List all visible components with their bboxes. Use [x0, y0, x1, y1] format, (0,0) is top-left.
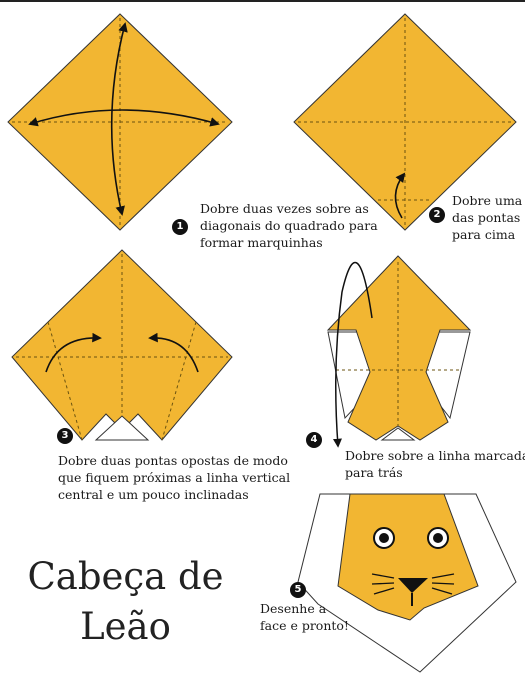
step3-white-notch	[94, 415, 150, 441]
step5-whisker-right-3	[431, 587, 453, 595]
step1-line: Dobre duas vezes sobre as	[200, 201, 369, 216]
step1-line: diagonais do quadrado para	[200, 218, 378, 233]
step3-fold-line-right	[161, 321, 197, 441]
step3-line: Dobre duas pontas opostas de modo	[58, 453, 288, 468]
title-line-2: Leão	[80, 605, 171, 648]
step4-instruction: Dobre sobre a linha marcada para trás	[345, 447, 525, 481]
step5-diagram	[297, 493, 517, 673]
step5-whisker-right-2	[431, 582, 455, 585]
step4-diagram	[326, 255, 472, 448]
step5-whisker-left-3	[373, 587, 395, 595]
step4-arrow-back	[332, 261, 373, 448]
step3-instruction: Dobre duas pontas opostas de modo que fi…	[58, 452, 290, 503]
step5-line: Desenhe a	[260, 601, 327, 616]
step3-arrow-right	[148, 332, 199, 373]
step5-whisker-left-1	[371, 573, 395, 579]
step1-instruction: Dobre duas vezes sobre as diagonais do q…	[200, 200, 378, 251]
step2-arrow-up	[394, 172, 406, 219]
step5-lion-face	[337, 493, 479, 621]
step5-right-pupil	[433, 533, 443, 543]
step4-white-notch	[380, 427, 416, 441]
step5-whisker-left-2	[371, 582, 395, 585]
top-border-line	[0, 0, 525, 2]
step2-instruction: Dobre uma das pontas para cima	[452, 192, 522, 243]
step3-line: central e um pouco inclinadas	[58, 487, 249, 502]
step2-line: para cima	[452, 227, 516, 242]
title-line-1: Cabeça de	[27, 555, 224, 598]
step3-number-badge: 3	[57, 428, 73, 444]
step5-number-badge: 5	[290, 582, 306, 598]
step3-fold-line-left	[47, 321, 83, 441]
step5-line: face e pronto!	[260, 618, 349, 633]
step3-diagram	[11, 249, 233, 441]
step2-number-badge: 2	[429, 207, 445, 223]
step1-line: formar marquinhas	[200, 235, 323, 250]
step4-line: Dobre sobre a linha marcada	[345, 448, 525, 463]
step5-left-pupil	[379, 533, 389, 543]
step4-number-badge: 4	[306, 432, 322, 448]
step4-line: para trás	[345, 465, 403, 480]
step1-number-badge: 1	[172, 219, 188, 235]
step5-whisker-right-1	[431, 573, 455, 579]
step3-line: que fiquem próximas a linha vertical	[58, 470, 291, 485]
step2-line: das pontas	[452, 210, 521, 225]
step1-diagram	[7, 13, 233, 231]
step1-arrow-vertical	[110, 22, 128, 216]
step2-line: Dobre uma	[452, 193, 523, 208]
step5-instruction: Desenhe a face e pronto!	[260, 600, 349, 634]
page-title: Cabeça de Leão	[18, 552, 233, 652]
step3-arrow-left	[45, 332, 102, 373]
step2-diagram	[293, 13, 517, 231]
step5-nose	[398, 578, 428, 593]
